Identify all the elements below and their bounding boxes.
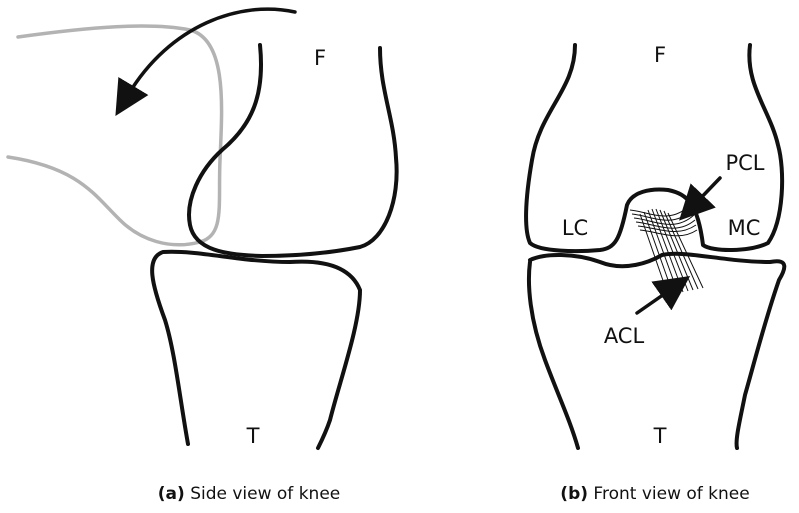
front-view-caption: (b) Front view of knee bbox=[560, 484, 749, 504]
front-view-caption-text: Front view of knee bbox=[593, 484, 749, 504]
front-view-caption-letter: (b) bbox=[560, 484, 588, 504]
medial-condyle-label: MC bbox=[728, 216, 761, 240]
front-femur-label: F bbox=[654, 43, 666, 67]
acl-label: ACL bbox=[604, 324, 645, 348]
side-view-caption-letter: (a) bbox=[158, 484, 185, 504]
side-tibia-label: T bbox=[246, 424, 260, 448]
pcl-fibers bbox=[630, 205, 697, 236]
front-tibia-left-shaft bbox=[529, 262, 578, 448]
lateral-condyle-label: LC bbox=[562, 216, 588, 240]
side-tibia-outline bbox=[152, 252, 360, 448]
acl-leader-arrow bbox=[637, 290, 670, 313]
side-femur-label: F bbox=[314, 46, 326, 70]
front-tibia-label: T bbox=[653, 424, 667, 448]
side-view-caption-text: Side view of knee bbox=[190, 484, 340, 504]
pcl-leader-arrow bbox=[696, 178, 720, 203]
side-view-panel: F T bbox=[8, 9, 397, 448]
side-view-caption: (a) Side view of knee bbox=[158, 484, 340, 504]
pcl-label: PCL bbox=[725, 151, 764, 175]
front-view-panel: F LC MC PCL ACL T bbox=[526, 43, 784, 448]
acl-fiber bbox=[660, 210, 693, 290]
